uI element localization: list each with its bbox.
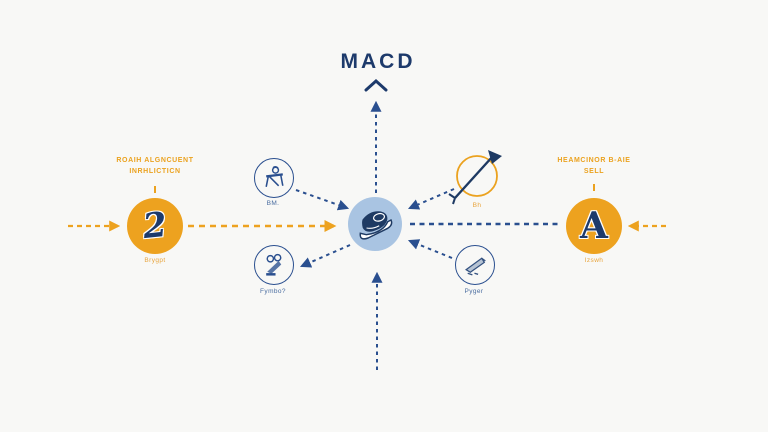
satellite-bottom-left: [254, 245, 294, 285]
right-branch-heading: HEAMCINOR B-AIE SELL: [513, 156, 675, 177]
satellite-bottom-right: [455, 245, 495, 285]
right-heading-line1: HEAMCINOR B-AIE: [557, 157, 631, 164]
sneaker-icon: [359, 211, 393, 240]
figure-at-desk-icon: [264, 165, 284, 187]
center-node: [348, 197, 402, 251]
left-node-glyph: 2: [141, 204, 169, 248]
satellite-top-left-label: BM.: [266, 200, 280, 207]
ramp-icon: [464, 256, 486, 275]
left-node-caption: Brygpt: [144, 257, 166, 264]
goggles-boot-icon: [265, 253, 281, 276]
right-heading-tick: [593, 184, 595, 191]
left-heading-tick: [154, 186, 156, 193]
left-branch-heading: ROAIH ALGNCUENT INRHLICTICN: [74, 156, 236, 177]
left-heading-line2: INRHLICTICN: [129, 167, 181, 175]
satellite-top-right: [448, 150, 502, 205]
right-heading-line2: SELL: [583, 167, 605, 175]
satellite-top-left: [254, 158, 294, 198]
right-node-caption: Izswh: [584, 257, 604, 264]
diagram-title: MACD: [340, 50, 416, 73]
right-branch-node: A: [566, 198, 622, 254]
satellite-bottom-left-label: Fymbo?: [260, 288, 286, 295]
right-node-glyph: A: [580, 205, 608, 247]
left-branch-node: 2: [127, 198, 183, 254]
satellite-bottom-right-label: Pyger: [464, 288, 484, 295]
chevron-up-icon: [364, 78, 388, 92]
satellite-top-right-label: Bh: [472, 202, 482, 209]
left-heading-line1: ROAIH ALGNCUENT: [116, 157, 194, 164]
